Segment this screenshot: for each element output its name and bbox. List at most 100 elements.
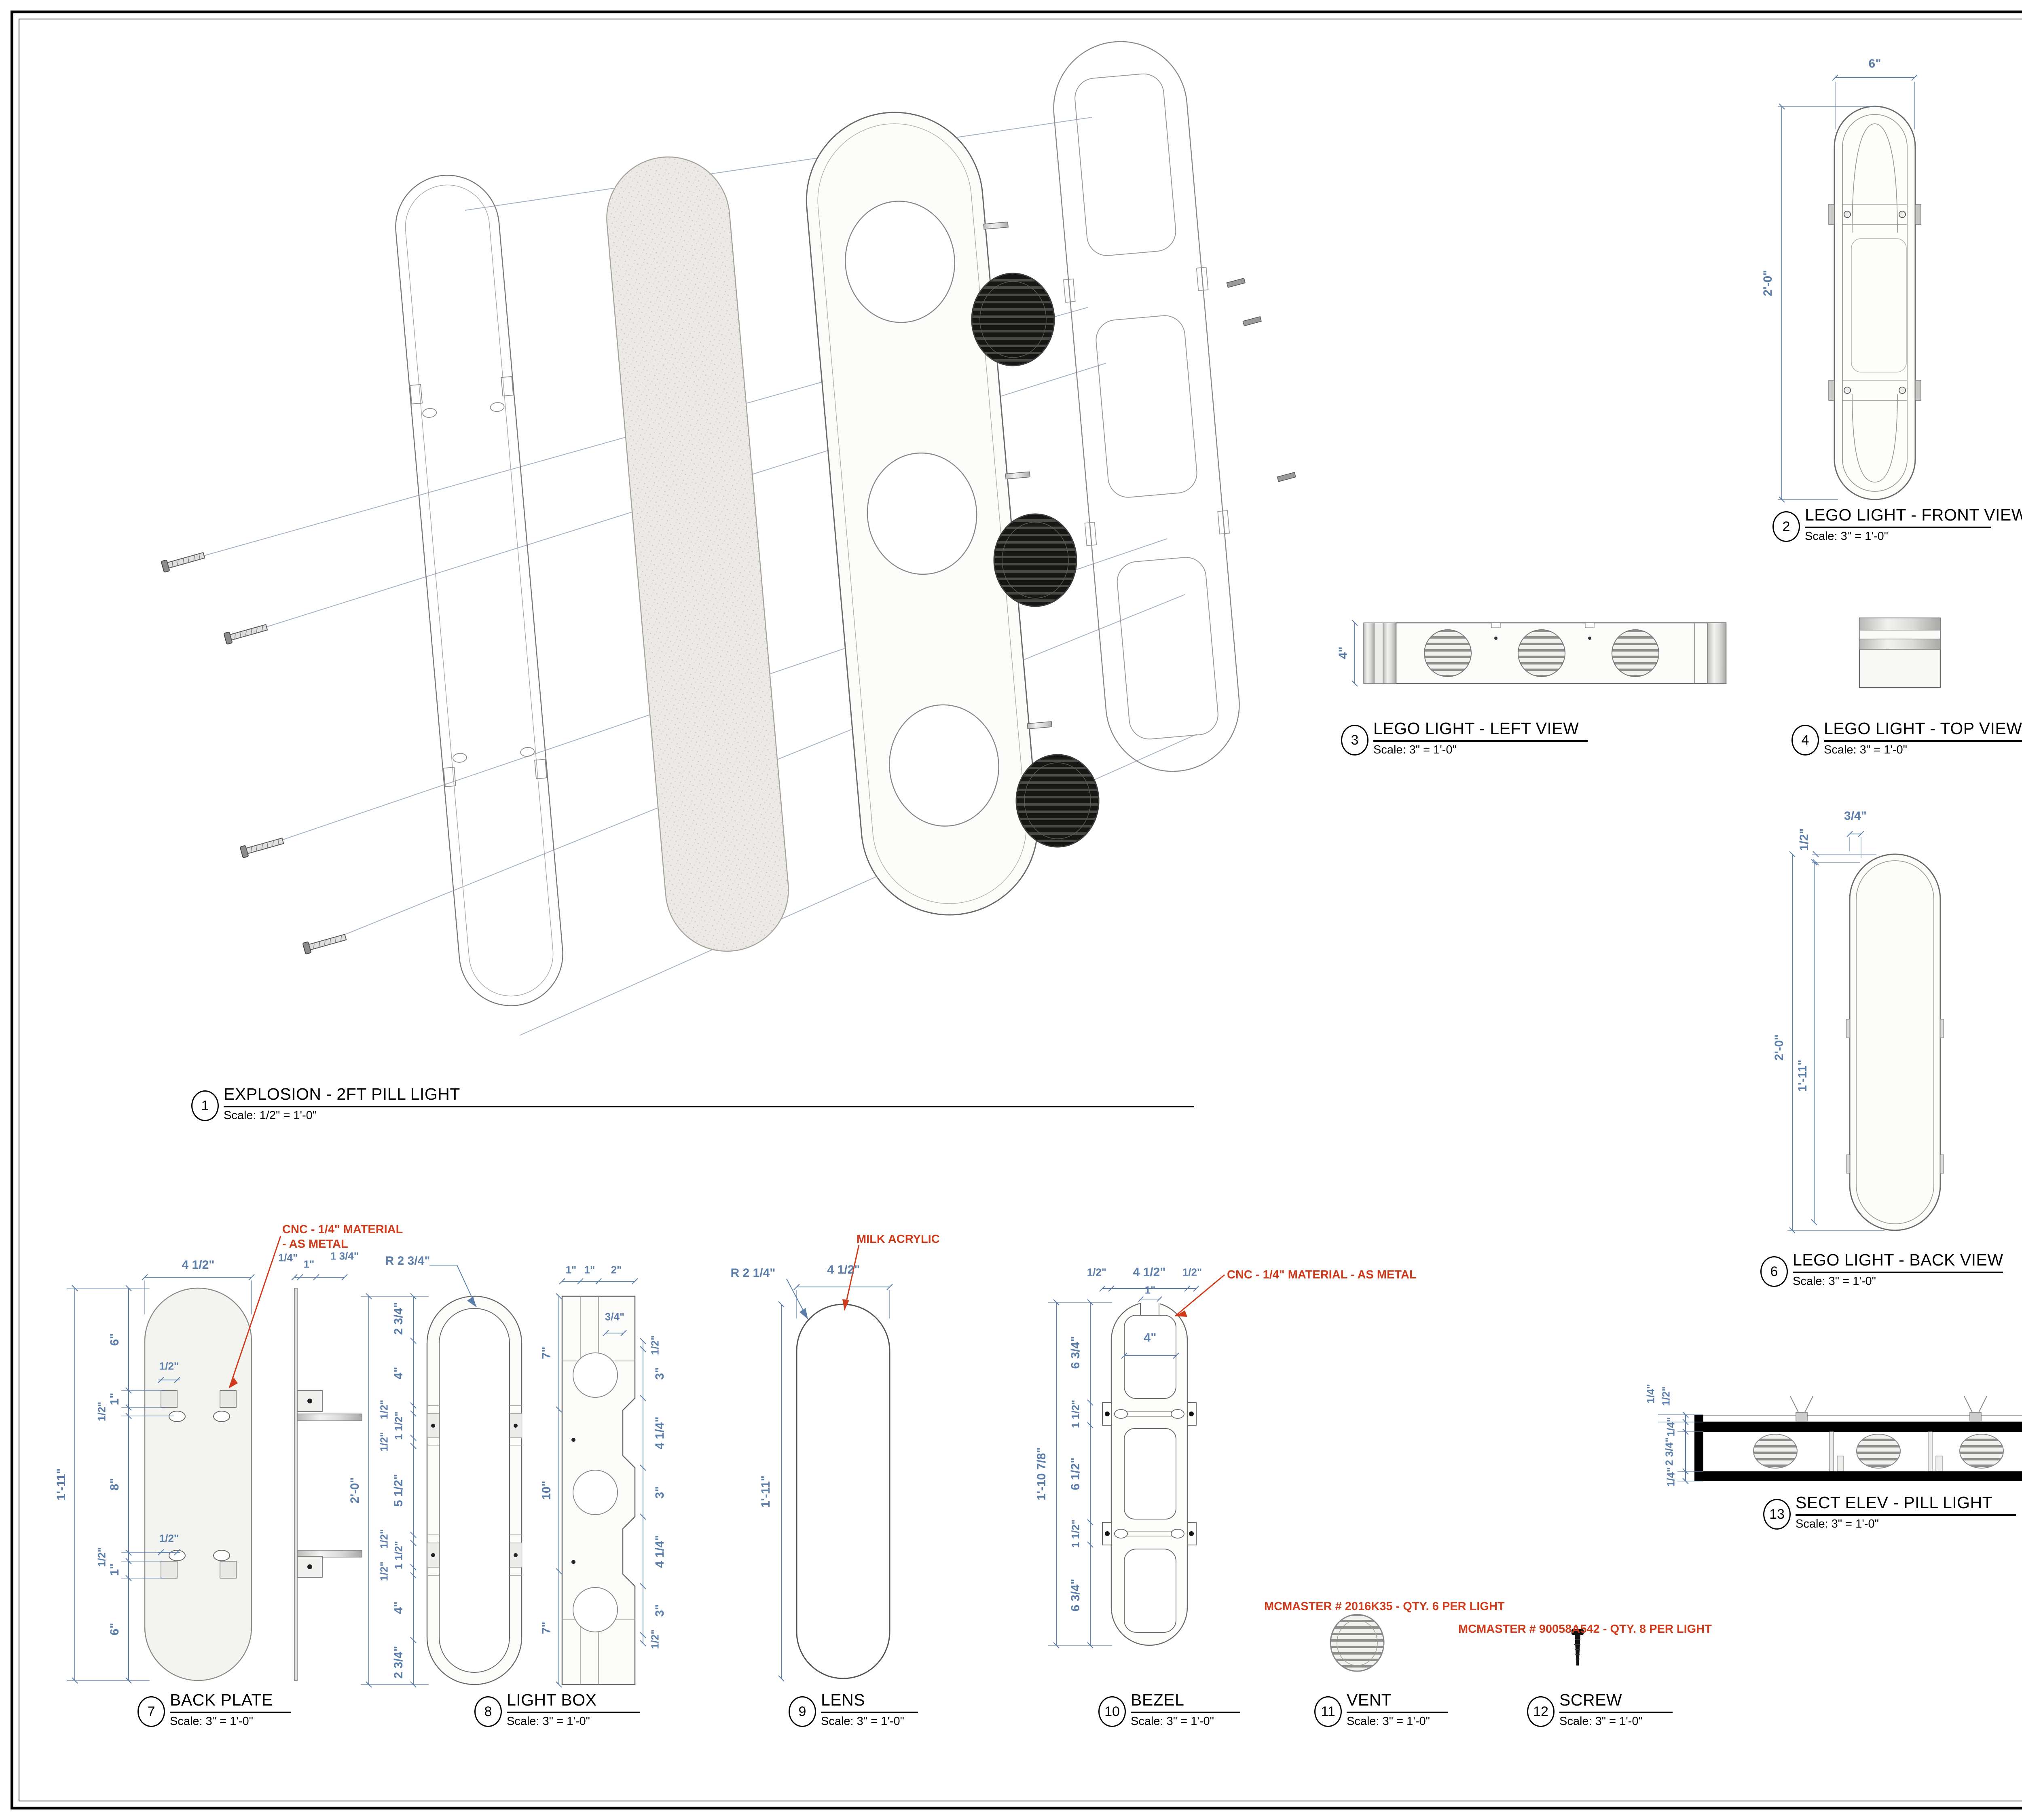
callout-title: LIGHT BOX bbox=[507, 1691, 597, 1709]
callout-scale: Scale: 3" = 1'-0" bbox=[1824, 743, 1907, 756]
dim-back-c: 2'-0" bbox=[1772, 1034, 1786, 1061]
dim-lb-l9: 4" bbox=[392, 1601, 405, 1614]
dim-lb-pt1: 1" bbox=[584, 1263, 595, 1276]
screw-drawing bbox=[1571, 1629, 1584, 1666]
dim-lb-l4: 1/2" bbox=[378, 1432, 390, 1452]
dim-bp-width: 4 1/2" bbox=[182, 1258, 215, 1272]
callout-underline bbox=[170, 1712, 291, 1713]
note-cnc-backplate-line2: - AS METAL bbox=[282, 1238, 348, 1251]
dim-bp-overall: 1'-11" bbox=[55, 1468, 68, 1500]
note-mcmaster-screw: MCMASTER # 90058A542 - QTY. 8 PER LIGHT bbox=[1458, 1623, 1712, 1636]
dim-bz-l3: 1 1/2" bbox=[1069, 1519, 1082, 1548]
dim-lb-l3: 1 1/2" bbox=[392, 1411, 405, 1440]
explosion-back-plate bbox=[395, 175, 563, 1006]
dim-lb-pr3: 3" bbox=[653, 1486, 666, 1499]
callout-title: VENT bbox=[1347, 1691, 1392, 1709]
left-view-drawing bbox=[1352, 620, 1727, 687]
callout-bezel: 10 BEZEL Scale: 3" = 1'-0" bbox=[1098, 1691, 1240, 1728]
dim-lb-l0: 2 3/4" bbox=[392, 1302, 405, 1335]
callout-scale: Scale: 3" = 1'-0" bbox=[1347, 1715, 1430, 1728]
dim-lb-pr1: 3" bbox=[653, 1367, 666, 1380]
callout-scale: Scale: 3" = 1'-0" bbox=[1559, 1715, 1643, 1728]
lens-drawing bbox=[778, 1244, 893, 1682]
callout-explosion: 1 EXPLOSION - 2FT PILL LIGHT Scale: 1/2"… bbox=[191, 1085, 1194, 1122]
callout-number: 10 bbox=[1098, 1696, 1126, 1727]
dim-bp-l0: 6" bbox=[108, 1333, 121, 1346]
dim-front-height: 2'-0" bbox=[1761, 270, 1775, 296]
note-cnc-backplate-line1: CNC - 1/4" MATERIAL bbox=[282, 1223, 403, 1236]
dim-lb-pl2: 7" bbox=[540, 1621, 553, 1634]
dim-back-d: 1'-11" bbox=[1796, 1060, 1809, 1092]
dim-lb-pr5: 3" bbox=[653, 1604, 666, 1617]
callout-title: SCREW bbox=[1559, 1691, 1622, 1709]
callout-screw: 12 SCREW Scale: 3" = 1'-0" bbox=[1527, 1691, 1673, 1728]
callout-number: 11 bbox=[1314, 1696, 1342, 1727]
callout-scale: Scale: 3" = 1'-0" bbox=[1796, 1517, 1879, 1530]
dim-bz-t2: 1/2" bbox=[1182, 1266, 1202, 1278]
callout-number: 8 bbox=[474, 1696, 502, 1727]
callout-number: 9 bbox=[789, 1696, 816, 1727]
callout-scale: Scale: 3" = 1'-0" bbox=[1373, 743, 1457, 756]
dim-lb-pr2: 4 1/4" bbox=[653, 1416, 666, 1450]
dim-bz-l0: 6 3/4" bbox=[1069, 1336, 1082, 1369]
explosion-screws bbox=[161, 552, 347, 954]
callout-back-plate: 7 BACK PLATE Scale: 3" = 1'-0" bbox=[137, 1691, 291, 1728]
callout-title: BACK PLATE bbox=[170, 1691, 273, 1709]
callout-title: LEGO LIGHT - TOP VIEW bbox=[1824, 719, 2022, 738]
callout-underline bbox=[1796, 1514, 2016, 1516]
callout-scale: Scale: 3" = 1'-0" bbox=[1131, 1715, 1214, 1728]
explosion-pins bbox=[1226, 277, 1296, 482]
dim-lb-l5: 5 1/2" bbox=[392, 1474, 405, 1507]
dim-bz-t1: 4 1/2" bbox=[1133, 1266, 1166, 1279]
callout-scale: Scale: 3" = 1'-0" bbox=[507, 1715, 590, 1728]
callout-title: EXPLOSION - 2FT PILL LIGHT bbox=[224, 1085, 460, 1103]
dim-bp-tab-top: 1/2" bbox=[159, 1360, 179, 1372]
dim-lb-pr4: 4 1/4" bbox=[653, 1535, 666, 1568]
dim-lb-pr6: 1/2" bbox=[649, 1629, 661, 1649]
top-view-drawing bbox=[1859, 617, 1941, 688]
callout-front-view: 2 LEGO LIGHT - FRONT VIEW Scale: 3" = 1'… bbox=[1772, 506, 2022, 543]
callout-scale: Scale: 1/2" = 1'-0" bbox=[224, 1109, 317, 1122]
explosion-lens bbox=[606, 156, 789, 952]
explosion-light-box bbox=[806, 112, 1052, 916]
dim-bp-l3: 8" bbox=[108, 1478, 121, 1491]
dim-lb-l10: 2 3/4" bbox=[392, 1646, 405, 1679]
vent-drawing bbox=[1330, 1614, 1385, 1672]
back-plate-drawing bbox=[67, 1236, 362, 1684]
callout-lens: 9 LENS Scale: 3" = 1'-0" bbox=[789, 1691, 918, 1728]
callout-title: BEZEL bbox=[1131, 1691, 1184, 1709]
dim-lens-radius: R 2 1/4" bbox=[730, 1266, 776, 1280]
explosion-bezel bbox=[1053, 41, 1240, 772]
back-view-drawing bbox=[1787, 831, 1944, 1234]
callout-scale: Scale: 3" = 1'-0" bbox=[1793, 1275, 1876, 1288]
callout-sect-elev: 13 SECT ELEV - PILL LIGHT Scale: 3" = 1'… bbox=[1763, 1493, 2016, 1531]
note-mcmaster-vent: MCMASTER # 2016K35 - QTY. 6 PER LIGHT bbox=[1264, 1600, 1505, 1613]
callout-light-box: 8 LIGHT BOX Scale: 3" = 1'-0" bbox=[474, 1691, 640, 1728]
dim-bp-l4: 1/2" bbox=[95, 1547, 108, 1567]
dim-sect-0: 1/4" bbox=[1644, 1384, 1657, 1404]
dim-lb-l6: 1/2" bbox=[378, 1529, 390, 1549]
dim-lb-l8: 1/2" bbox=[378, 1561, 390, 1581]
dim-lb-notch: 3/4" bbox=[605, 1310, 625, 1323]
dim-bp-l1: 1" bbox=[108, 1393, 121, 1405]
callout-underline bbox=[1824, 740, 2022, 742]
light-box-drawing bbox=[361, 1265, 646, 1688]
dim-lb-radius: R 2 3/4" bbox=[385, 1254, 430, 1268]
dim-bp-p2: 1 3/4" bbox=[330, 1250, 359, 1262]
note-milk-acrylic: MILK ACRYLIC bbox=[857, 1233, 940, 1246]
dim-lb-l7: 1 1/2" bbox=[392, 1541, 405, 1570]
dim-lens-width: 4 1/2" bbox=[827, 1263, 860, 1276]
dim-bz-opening: 4" bbox=[1144, 1331, 1157, 1344]
callout-underline bbox=[1373, 740, 1588, 742]
dim-lb-pl1: 10" bbox=[540, 1481, 553, 1500]
dim-bp-l5: 1" bbox=[108, 1563, 121, 1576]
callout-title: LEGO LIGHT - FRONT VIEW bbox=[1805, 506, 2022, 524]
callout-title: LEGO LIGHT - LEFT VIEW bbox=[1373, 719, 1579, 738]
callout-vent: 11 VENT Scale: 3" = 1'-0" bbox=[1314, 1691, 1448, 1728]
dim-bp-l2: 1/2" bbox=[95, 1401, 108, 1422]
callout-underline bbox=[1805, 527, 1991, 528]
callout-left-view: 3 LEGO LIGHT - LEFT VIEW Scale: 3" = 1'-… bbox=[1341, 719, 1588, 757]
callout-number: 2 bbox=[1772, 511, 1800, 542]
callout-number: 6 bbox=[1760, 1256, 1788, 1287]
